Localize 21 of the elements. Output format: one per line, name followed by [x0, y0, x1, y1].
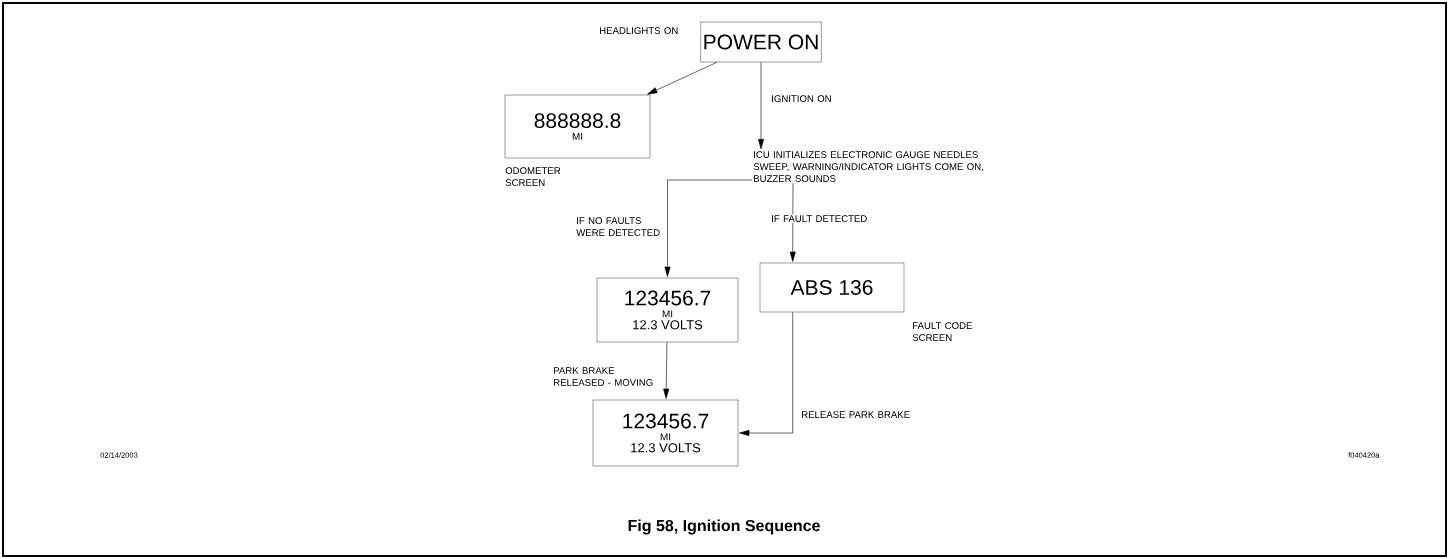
figure-caption: Fig 58, Ignition Sequence: [628, 519, 820, 535]
display-box: 123456.7 MI 12.3 VOLTS: [592, 399, 739, 467]
screen-caption: ODOMETER SCREEN: [505, 167, 561, 186]
edge-label: IGNITION ON: [772, 95, 831, 102]
arrow: [739, 312, 793, 436]
display-box: POWER ON: [700, 21, 822, 63]
screen-caption: FAULT CODE SCREEN: [912, 322, 972, 341]
edge-label: IF FAULT DETECTED: [772, 215, 867, 222]
edge-label: RELEASE PARK BRAKE: [802, 411, 910, 418]
edge-label: IF NO FAULTS WERE DETECTED: [576, 217, 660, 236]
status-text: ICU INITIALIZES ELECTRONIC GAUGE NEEDLES SWEEP, WARNING/INDICATOR LIGHTS COME ON, BUZZER SOUNDS: [753, 151, 983, 182]
arrow: [789, 182, 796, 262]
arrow: [664, 179, 753, 277]
arrow: [647, 62, 718, 95]
display-box: ABS 136: [759, 262, 905, 313]
arrow: [758, 62, 764, 150]
display-box: 123456.7 MI 12.3 VOLTS: [596, 277, 739, 343]
arrow: [663, 342, 670, 399]
edge-label: PARK BRAKE RELEASED - MOVING: [554, 367, 653, 386]
edge-label: HEADLIGHTS ON: [600, 27, 678, 34]
display-box: 888888.8 MI: [504, 94, 651, 159]
